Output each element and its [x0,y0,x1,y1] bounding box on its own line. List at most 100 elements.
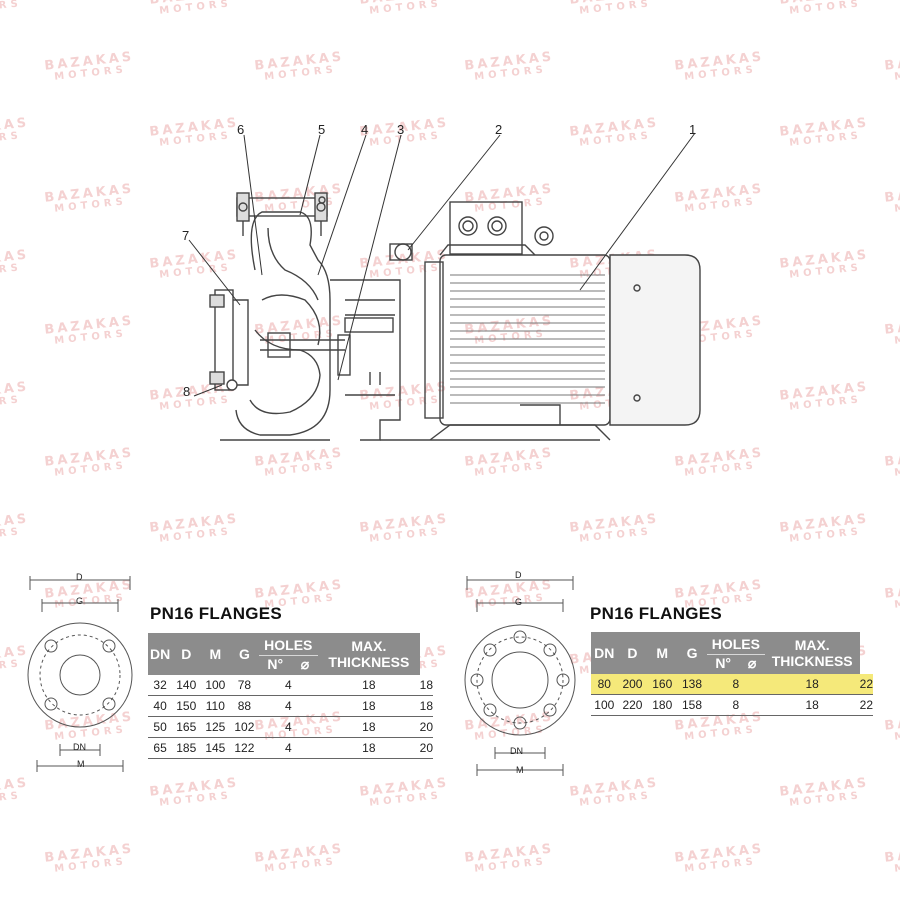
table-cell: 18 [764,694,860,716]
table-cell: 18 [764,674,860,695]
dim-label-g: G [76,596,84,606]
table-cell: 138 [677,674,707,695]
watermark-brand: BAZAKAS [673,577,765,602]
callout-label: 2 [495,122,503,137]
watermark-sub: MOTORS [368,790,443,809]
table-title: PN16 FLANGES [150,604,283,623]
table-cell: 4 [258,675,319,696]
col-header-m: M [647,632,678,674]
table-cell: 150 [172,695,201,717]
watermark-sub: MOTORS [0,526,23,545]
table-cell: 8 [706,674,765,695]
col-header-holes: HOLES N° ⌀ [706,632,765,674]
col-header-g: G [677,632,707,674]
table-cell: 18 [318,716,420,738]
table-cell: 122 [230,737,259,759]
table-title: PN16 FLANGES [590,604,723,623]
col-header-dn: DN [148,633,173,675]
holes-label: HOLES [711,635,760,652]
holes-diameter-label: ⌀ [300,655,310,672]
table-cell: 65 [148,737,173,759]
table-cell: 20 [419,737,433,759]
table-cell: 18 [318,675,420,696]
watermark-brand: BAZAKAS [883,577,900,602]
flange-table-small: DN D M G HOLES N° ⌀ MAX. T [148,633,433,759]
callout-label: 3 [397,122,405,137]
callout-label: 1 [689,122,697,137]
table-cell: 180 [647,694,678,716]
holes-count-label: N° [267,655,284,672]
dim-label-dn: DN [510,746,523,756]
dim-label-d: D [76,572,83,582]
thickness-label: THICKNESS [328,654,410,670]
table-cell: 18 [318,695,420,717]
watermark-sub: MOTORS [263,856,338,875]
watermark-sub: MOTORS [893,724,900,743]
max-label: MAX. [351,638,387,654]
dim-label-dn: DN [73,742,86,752]
max-label: MAX. [794,637,830,653]
watermark-sub: MOTORS [473,856,548,875]
holes-diameter-label: ⌀ [747,654,757,671]
dim-label-m: M [516,765,524,775]
callout-label: 7 [182,228,190,243]
callout-label: 5 [318,122,326,137]
thickness-label: THICKNESS [771,653,853,669]
table-cell: 22 [859,694,873,716]
table-cell: 20 [419,716,433,738]
watermark-brand: BAZAKAS [253,577,345,602]
holes-label: HOLES [264,636,313,653]
flange-table-large: DN D M G HOLES N° ⌀ MAX. T [591,632,873,716]
callout-label: 4 [361,122,369,137]
watermark-brand: BAZAKAS [883,709,900,734]
table-cell: 102 [230,716,259,738]
table-cell: 80 [591,674,618,695]
table-cell: 160 [647,674,678,695]
table-cell: 4 [258,695,319,717]
watermark-sub: MOTORS [893,856,900,875]
table-cell: 165 [172,716,201,738]
watermark-sub: MOTORS [0,790,23,809]
watermark-brand: BAZAKAS [148,775,240,800]
watermark-brand: BAZAKAS [253,841,345,866]
col-header-m: M [200,633,231,675]
col-header-g: G [230,633,259,675]
table-cell: 220 [617,694,648,716]
dim-label-m: M [77,759,85,769]
watermark-sub: MOTORS [893,592,900,611]
table-cell: 32 [148,675,173,696]
watermark-sub: MOTORS [788,526,863,545]
table-cell: 50 [148,716,173,738]
table-cell: 140 [172,675,201,696]
callout-label: 8 [183,384,191,399]
pump-diagram [188,132,701,441]
dim-label-g: G [515,597,523,607]
table-cell: 145 [200,737,231,759]
table-cell: 4 [258,737,319,759]
table-cell: 40 [148,695,173,717]
col-header-max-thickness: MAX. THICKNESS [318,633,420,675]
table-cell: 4 [258,716,319,738]
table-cell: 125 [200,716,231,738]
table-cell: 200 [617,674,648,695]
flange-drawing-8-holes [464,576,576,776]
table-cell: 18 [419,695,433,717]
col-header-dn: DN [591,632,618,674]
table-cell: 78 [230,675,259,696]
table-header-row: DN D M G HOLES N° ⌀ MAX. T [148,633,433,675]
table-cell: 110 [200,695,231,717]
